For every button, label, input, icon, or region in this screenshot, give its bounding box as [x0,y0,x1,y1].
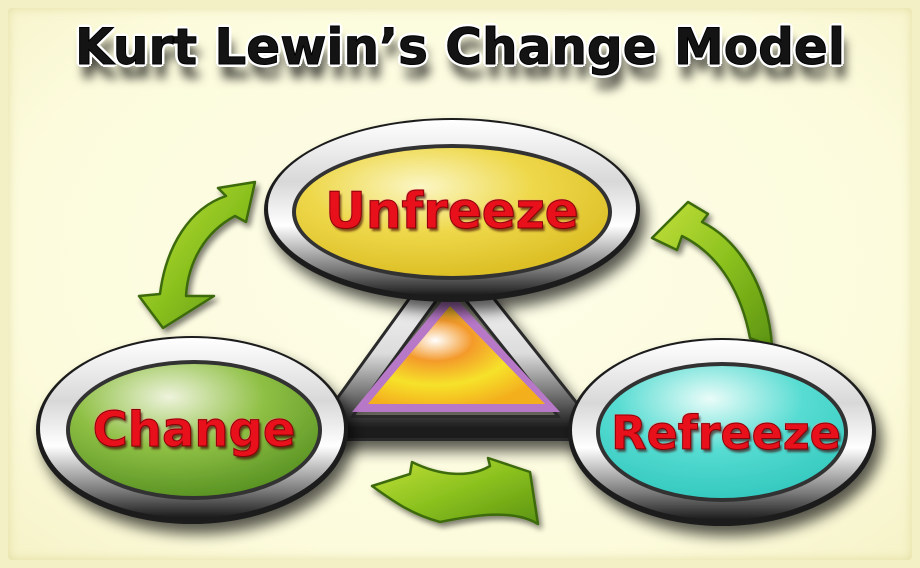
stage-refreeze-label: Refreeze [611,406,842,461]
stage-change-label: Change [92,402,296,459]
stage-refreeze-node [568,338,876,526]
curved-arrow-right-icon [370,456,540,526]
curved-arrow-down-left-icon [137,180,257,330]
stage-change-node [36,336,348,524]
center-triangle [317,249,595,441]
curved-arrow-up-left-icon [650,200,774,348]
stage-unfreeze-label: Unfreeze [325,182,579,241]
diagram-title: Kurt Lewin’s Change Model [75,18,846,77]
stage-unfreeze-node [264,118,640,302]
